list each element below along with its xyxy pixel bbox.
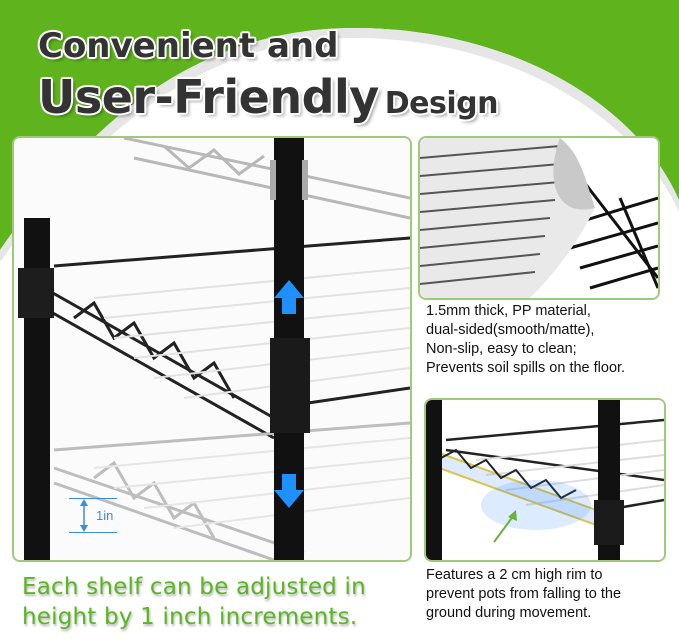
caption-line: height by 1 inch increments. <box>22 604 358 630</box>
title-line-1: Convenient and <box>38 26 339 66</box>
caption-line: dual-sided(smooth/matte), <box>426 322 595 338</box>
measurement-label: 1in <box>96 508 114 523</box>
caption-line: prevent pots from falling to the <box>426 586 622 602</box>
green-arrow-icon <box>508 510 517 521</box>
rim-caption: Features a 2 cm high rim to prevent pots… <box>426 566 621 623</box>
caption-line: Prevents soil spills on the floor. <box>426 360 626 376</box>
double-arrow-icon <box>80 499 88 532</box>
rim-closeup-image <box>424 398 666 562</box>
rim-illustration <box>426 400 664 560</box>
one-inch-measurement: 1in <box>69 498 119 534</box>
caption-line: 1.5mm thick, PP material, <box>426 303 591 319</box>
liner-illustration <box>420 138 658 298</box>
measure-top-line <box>69 498 117 499</box>
liner-caption: 1.5mm thick, PP material, dual-sided(smo… <box>426 302 625 378</box>
wire-shelf-illustration <box>14 138 410 560</box>
shelf-adjust-image: 1in <box>12 136 412 562</box>
caption-line: ground during movement. <box>426 605 592 621</box>
measure-bottom-line <box>69 532 117 533</box>
caption-line: Non-slip, easy to clean; <box>426 341 577 357</box>
liner-closeup-image <box>418 136 660 300</box>
caption-line: Each shelf can be adjusted in <box>22 574 366 600</box>
title-small: Design <box>384 86 499 121</box>
caption-line: Features a 2 cm high rim to <box>426 567 603 583</box>
title-big: User-Friendly <box>38 70 379 124</box>
shelf-adjust-caption: Each shelf can be adjusted in height by … <box>22 572 366 632</box>
